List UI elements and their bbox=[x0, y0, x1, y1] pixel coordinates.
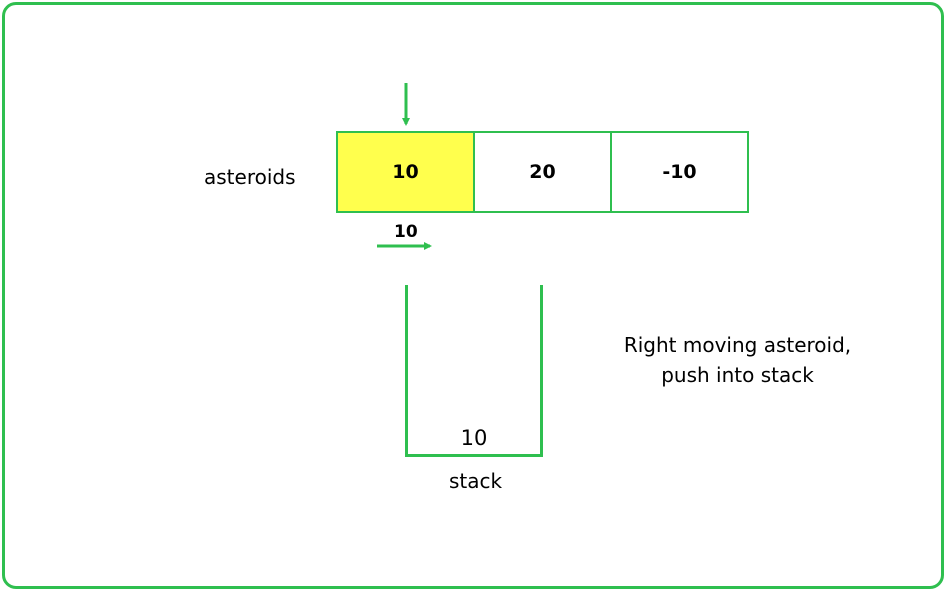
stack-container: 10 bbox=[405, 285, 543, 457]
array-cell: 20 bbox=[473, 131, 612, 213]
stack-item: 10 bbox=[460, 426, 488, 450]
moving-asteroid-value: 10 bbox=[394, 222, 418, 242]
diagram-frame bbox=[2, 2, 944, 589]
explanation-line: push into stack bbox=[661, 363, 814, 387]
explanation-line: Right moving asteroid, bbox=[623, 333, 852, 357]
asteroid-array: 10 20 -10 bbox=[336, 131, 749, 213]
array-cell-current: 10 bbox=[336, 131, 475, 213]
array-cell: -10 bbox=[610, 131, 749, 213]
stack-label: stack bbox=[449, 469, 503, 493]
array-label: asteroids bbox=[204, 165, 296, 189]
step-explanation: Right moving asteroid, push into stack bbox=[600, 330, 875, 390]
